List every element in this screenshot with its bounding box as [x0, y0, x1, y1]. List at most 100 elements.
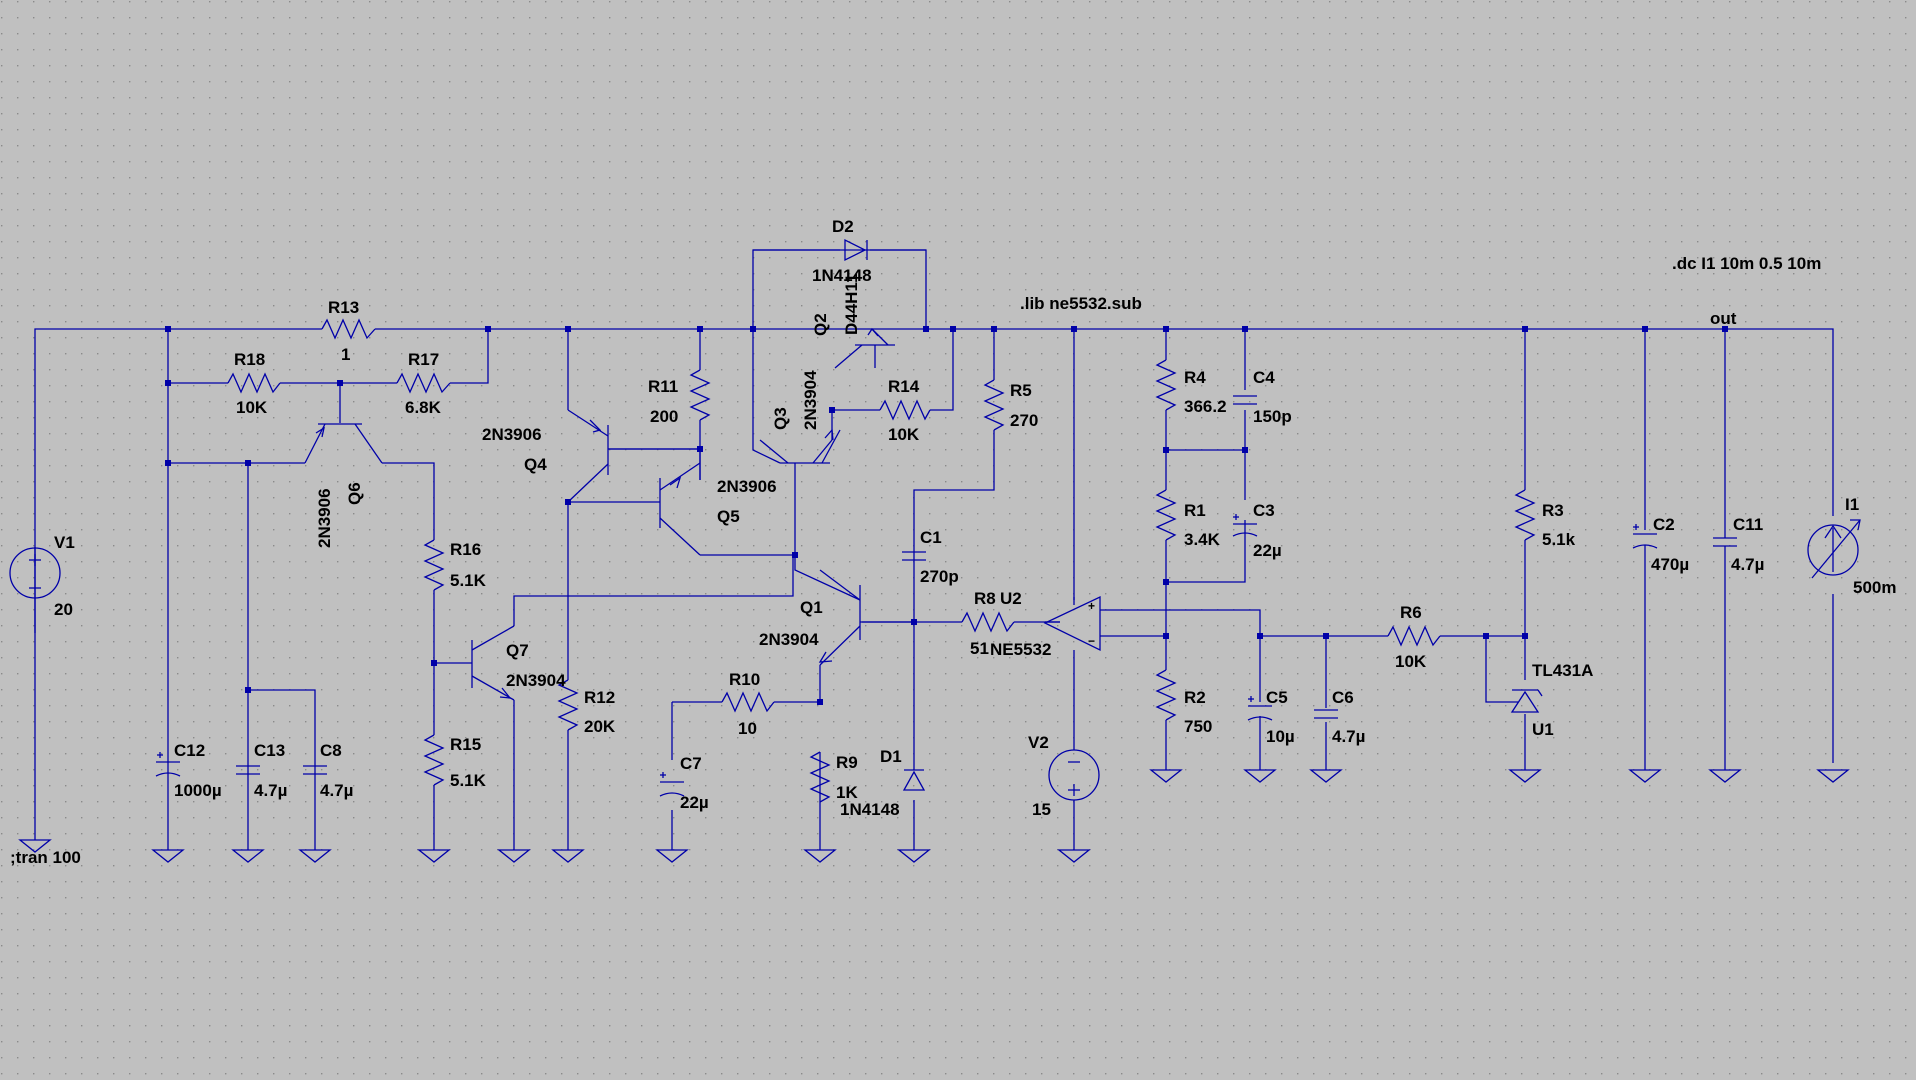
net-label-out[interactable]: out	[1710, 309, 1737, 328]
resistor-r4[interactable]	[1155, 359, 1177, 411]
q4-value: 2N3906	[482, 425, 542, 444]
resistor-r13[interactable]	[321, 318, 376, 340]
c11-value: 4.7µ	[1731, 555, 1764, 574]
r5-name: R5	[1010, 381, 1032, 400]
ground-icon	[151, 849, 185, 863]
resistor-r9[interactable]	[809, 751, 831, 803]
current-source-i1[interactable]	[1807, 519, 1861, 579]
resistor-r18[interactable]	[227, 372, 281, 394]
capacitor-c7[interactable]	[659, 772, 685, 797]
r9-value: 1K	[836, 783, 858, 802]
r8-name: R8	[974, 589, 996, 608]
q1-value: 2N3904	[759, 630, 819, 649]
ground-icon	[1057, 849, 1091, 863]
resistor-r14[interactable]	[879, 399, 931, 421]
ground-icon	[497, 849, 531, 863]
tran-directive[interactable]: ;tran 100	[10, 848, 81, 867]
ground-icon	[1243, 769, 1277, 783]
transistor-q5[interactable]	[640, 462, 701, 556]
resistor-r16[interactable]	[423, 539, 445, 591]
q6-name: Q6	[345, 482, 364, 505]
dc-directive[interactable]: .dc I1 10m 0.5 10m	[1672, 254, 1821, 273]
q4-name: Q4	[524, 455, 547, 474]
resistors	[227, 318, 1536, 803]
capacitor-c4[interactable]	[1233, 395, 1257, 405]
u2-name: U2	[1000, 589, 1022, 608]
q3-value: 2N3904	[801, 370, 820, 430]
transistor-q7[interactable]	[471, 625, 515, 701]
capacitor-c13[interactable]	[236, 765, 260, 775]
resistor-r1[interactable]	[1155, 489, 1177, 541]
ground-icon	[1309, 769, 1343, 783]
transistor-q6[interactable]	[304, 423, 383, 464]
ground-icon	[1708, 769, 1742, 783]
r4-name: R4	[1184, 368, 1206, 387]
d2-value: 1N4148	[812, 266, 872, 285]
r15-value: 5.1K	[450, 771, 487, 790]
capacitor-c3[interactable]	[1232, 514, 1258, 537]
c1-name: C1	[920, 528, 942, 547]
c13-value: 4.7µ	[254, 781, 287, 800]
resistor-r10[interactable]	[721, 691, 775, 713]
i1-name: I1	[1845, 495, 1859, 514]
c7-name: C7	[680, 754, 702, 773]
r13-value: 1	[341, 345, 350, 364]
resistor-r5[interactable]	[983, 379, 1005, 431]
c7-value: 22µ	[680, 793, 709, 812]
capacitor-c6[interactable]	[1314, 709, 1338, 719]
resistor-r15[interactable]	[423, 734, 445, 786]
ground-icon	[1816, 769, 1850, 783]
ground-icon	[551, 849, 585, 863]
resistor-r12[interactable]	[557, 679, 579, 731]
r18-value: 10K	[236, 398, 268, 417]
resistor-r6[interactable]	[1387, 625, 1441, 647]
transistor-q3[interactable]	[759, 428, 841, 464]
resistor-r8[interactable]	[961, 611, 1015, 633]
diode-d2[interactable]	[844, 238, 868, 262]
ground-icon	[18, 839, 52, 853]
transistor-q2[interactable]	[834, 327, 895, 369]
voltage-source-v1[interactable]	[9, 547, 61, 599]
r11-value: 200	[650, 407, 678, 426]
c2-name: C2	[1653, 515, 1675, 534]
q6-value: 2N3906	[315, 488, 334, 548]
opamp-u2[interactable]: + −	[1043, 595, 1101, 652]
c8-name: C8	[320, 741, 342, 760]
ground-icon	[417, 849, 451, 863]
resistor-r3[interactable]	[1514, 489, 1536, 541]
diode-d1[interactable]	[902, 769, 926, 791]
c2-value: 470µ	[1651, 555, 1689, 574]
resistor-r11[interactable]	[689, 369, 711, 421]
r11-name: R11	[648, 377, 678, 396]
c12-value: 1000µ	[174, 781, 222, 800]
transistor-q1[interactable]	[818, 569, 914, 666]
transistor-q4[interactable]	[567, 409, 700, 503]
voltage-source-v2[interactable]	[1048, 749, 1100, 801]
d1-value: 1N4148	[840, 800, 900, 819]
ground-icon	[897, 849, 931, 863]
v1-value: 20	[54, 600, 73, 619]
capacitor-c8[interactable]	[303, 765, 327, 775]
shunt-regulator-u1[interactable]	[1510, 689, 1543, 713]
r12-value: 20K	[584, 717, 616, 736]
q7-name: Q7	[506, 641, 529, 660]
capacitors	[155, 395, 1737, 797]
r2-value: 750	[1184, 717, 1212, 736]
r10-name: R10	[729, 670, 760, 689]
resistor-r17[interactable]	[396, 372, 451, 394]
q1-name: Q1	[800, 598, 823, 617]
capacitor-c2[interactable]	[1632, 524, 1658, 549]
resistor-r2[interactable]	[1155, 669, 1177, 721]
capacitor-c5[interactable]	[1247, 696, 1273, 721]
capacitor-c12[interactable]	[155, 752, 181, 777]
ground-icon	[803, 849, 837, 863]
c6-value: 4.7µ	[1332, 727, 1365, 746]
capacitor-c1[interactable]	[902, 551, 926, 561]
r18-name: R18	[234, 350, 265, 369]
capacitor-c11[interactable]	[1713, 537, 1737, 547]
lib-directive[interactable]: .lib ne5532.sub	[1020, 294, 1142, 313]
r14-value: 10K	[888, 425, 920, 444]
r17-value: 6.8K	[405, 398, 442, 417]
